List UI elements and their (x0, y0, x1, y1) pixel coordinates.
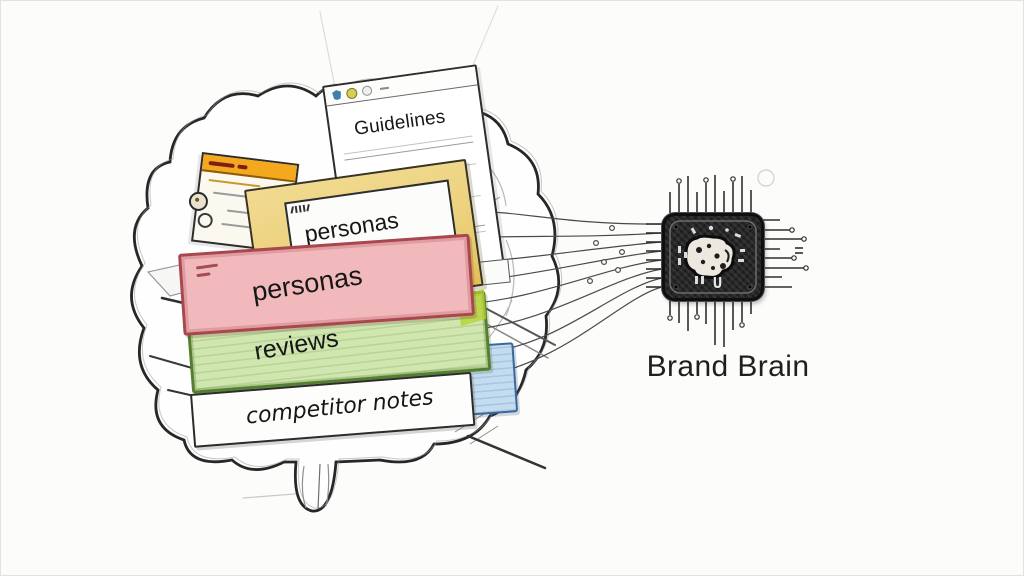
note-line (208, 179, 261, 188)
guidelines-label: Guidelines (352, 106, 447, 140)
personas-sheet-label: personas (249, 260, 365, 308)
dash-icon (379, 86, 390, 90)
pin-nodes (667, 169, 809, 328)
wire-nodes (586, 225, 625, 285)
chip-brain-icon: U (669, 220, 757, 294)
yellow-dot-icon (345, 86, 358, 100)
brand-brain-chip: U (662, 213, 764, 301)
brand-brain-label: Brand Brain (646, 350, 810, 383)
svg-text:U: U (713, 274, 722, 292)
note-header-scribble (208, 160, 235, 168)
brain-stem (301, 463, 330, 510)
shield-icon (332, 89, 342, 100)
competitor-notes-label: competitor notes (244, 385, 435, 430)
ring-icon (196, 212, 214, 229)
folder-tab-marks (290, 204, 310, 214)
sheet-scribble (195, 263, 219, 270)
gray-dot-icon (361, 85, 373, 97)
sheet-scribble (196, 272, 211, 278)
note-header-scribble (237, 163, 248, 170)
